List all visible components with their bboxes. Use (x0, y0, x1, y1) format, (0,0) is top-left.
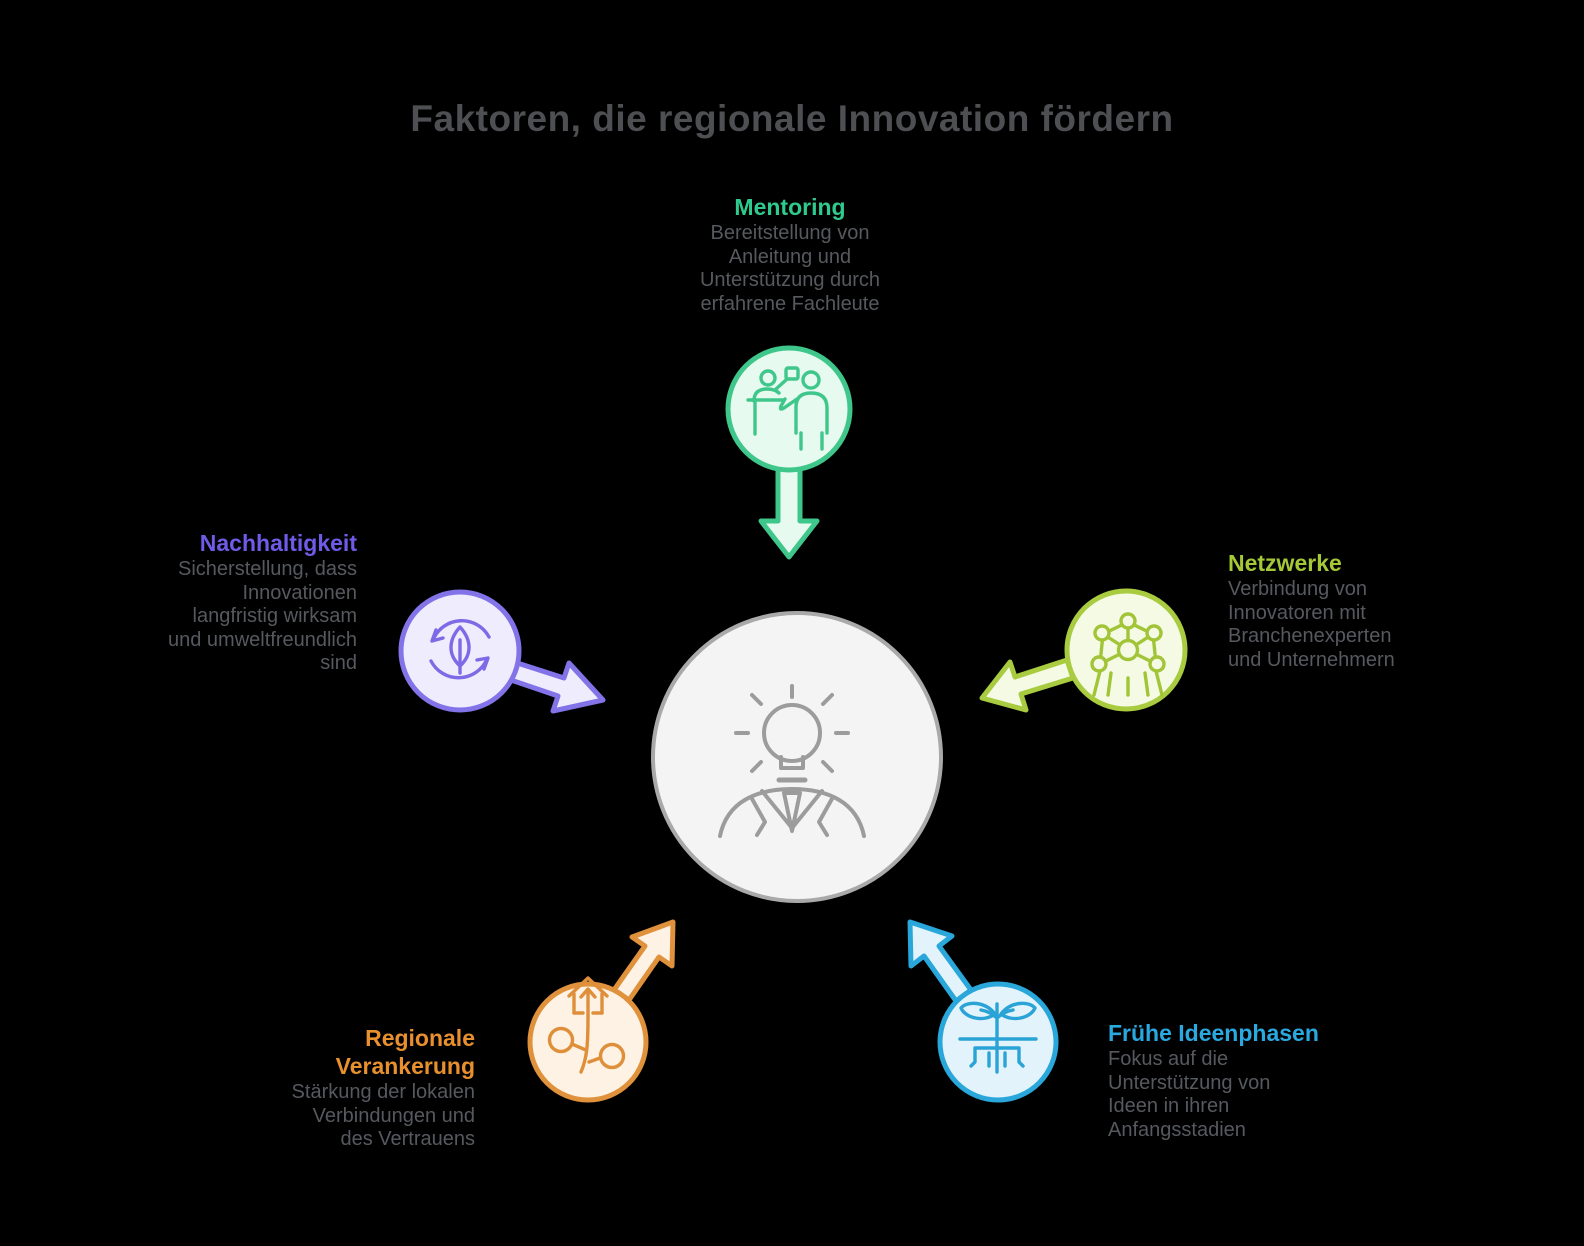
fruehe-arrow (907, 919, 974, 1004)
mentoring-people-icon (746, 366, 829, 451)
mentoring-arrow (758, 455, 820, 560)
network-atomium-icon (1090, 612, 1166, 697)
factor-fruehe-ideenphasen (907, 919, 1059, 1103)
mentoring-heading: Mentoring (734, 194, 846, 220)
fruehe-ideenphasen-text-block: Frühe Ideenphasen Fokus auf die Unterstü… (1108, 1019, 1358, 1142)
nachhaltigkeit-text-block: Nachhaltigkeit Sicherstellung, dass Inno… (117, 529, 357, 676)
factor-netzwerke (979, 588, 1188, 713)
factor-mentoring (725, 345, 853, 560)
factor-regionale-verankerung (527, 919, 676, 1103)
netzwerke-text-block: Netzwerke Verbindung von Innovatoren mit… (1228, 549, 1478, 672)
mentoring-description: Bereitstellung von Anleitung und Unterst… (699, 222, 881, 315)
center-circle (651, 611, 943, 903)
house-branch-icon (547, 976, 626, 1074)
regionale-verankerung-heading: Regionale Verankerung (335, 1025, 475, 1079)
regionale-verankerung-description: Stärkung der lokalen Verbindungen und de… (291, 1081, 475, 1150)
netzwerke-description: Verbindung von Innovatoren mit Branchene… (1228, 578, 1395, 671)
regionale-verankerung-text-block: Regionale Verankerung Stärkung der lokal… (235, 1024, 475, 1152)
leaf-cycle-icon (429, 619, 491, 680)
regionale-arrow (611, 919, 676, 1003)
center-hub (651, 611, 943, 903)
netzwerke-arrow (979, 657, 1076, 713)
nachhaltigkeit-heading: Nachhaltigkeit (199, 530, 357, 556)
idea-person-icon (718, 684, 866, 838)
mentoring-text-block: Mentoring Bereitstellung von Anleitung u… (660, 193, 920, 316)
seedling-roots-icon (958, 1001, 1038, 1074)
netzwerke-heading: Netzwerke (1228, 550, 1342, 576)
factor-nachhaltigkeit (398, 589, 606, 714)
nachhaltigkeit-description: Sicherstellung, dass Innovationen langfr… (168, 558, 357, 674)
page-title: Faktoren, die regionale Innovation förde… (410, 98, 1174, 139)
fruehe-ideenphasen-heading: Frühe Ideenphasen (1108, 1020, 1319, 1046)
fruehe-ideenphasen-description: Fokus auf die Unterstützung von Ideen in… (1108, 1048, 1271, 1141)
